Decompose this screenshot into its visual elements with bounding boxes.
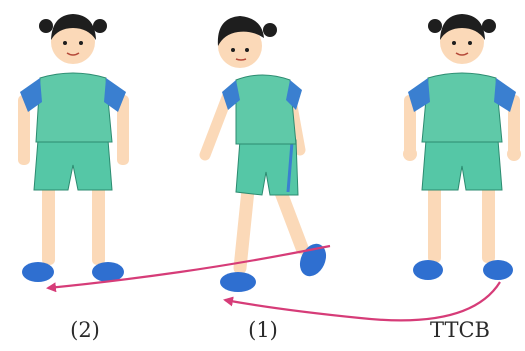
figure-2-label: (2) (55, 318, 115, 342)
figure-ttcb-label: TTCB (410, 318, 510, 342)
figure-1-label: (1) (233, 318, 293, 342)
figure-2-girl (18, 14, 129, 282)
figure-ttcb-girl (403, 14, 521, 280)
